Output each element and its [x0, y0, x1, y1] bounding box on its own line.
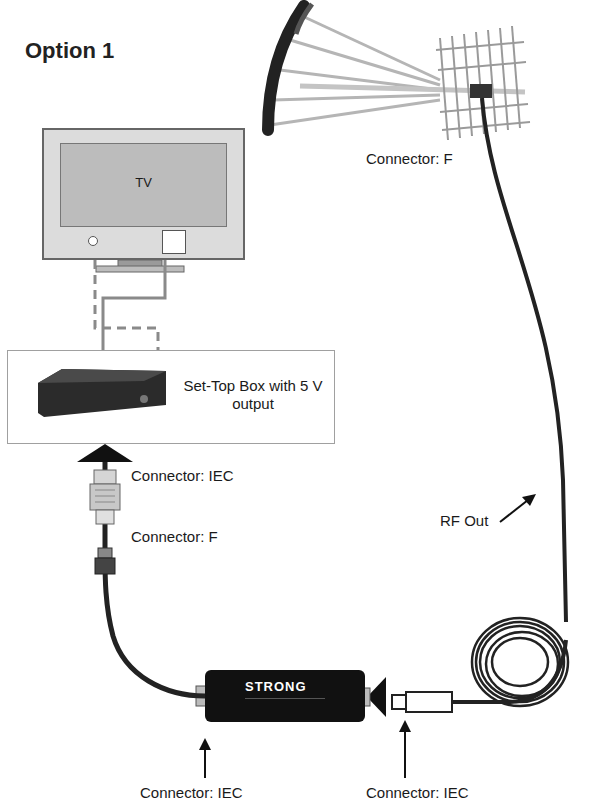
set-top-box-panel: Set-Top Box with 5 V output [7, 350, 335, 444]
connector-label: Connector: IEC [131, 467, 234, 485]
tv-screen: TV [60, 143, 227, 227]
brand-label: STRONG [245, 678, 307, 696]
cable-connector [103, 260, 165, 350]
tv-label: TV [61, 174, 226, 192]
filter-box: STRONG [205, 670, 365, 722]
filter-print [245, 698, 325, 713]
arrowhead [77, 444, 133, 462]
diagram-title: Option 1 [25, 38, 114, 64]
connector-label: Connector: F [131, 528, 218, 546]
tv-ports [162, 230, 186, 254]
device-label: Set-Top Box with 5 V output [178, 377, 328, 413]
antenna [268, 4, 530, 140]
connector-label: Connector: IEC [366, 784, 469, 802]
cable-connector [95, 260, 158, 350]
tv-port [88, 236, 98, 246]
signal-label: RF Out [440, 512, 488, 530]
connector-label: Connector: IEC [140, 784, 243, 802]
cable-coil [472, 618, 568, 706]
tv-box: TV [42, 128, 245, 260]
set-top-box-device [32, 365, 172, 425]
connector-label: Connector: F [366, 150, 453, 168]
